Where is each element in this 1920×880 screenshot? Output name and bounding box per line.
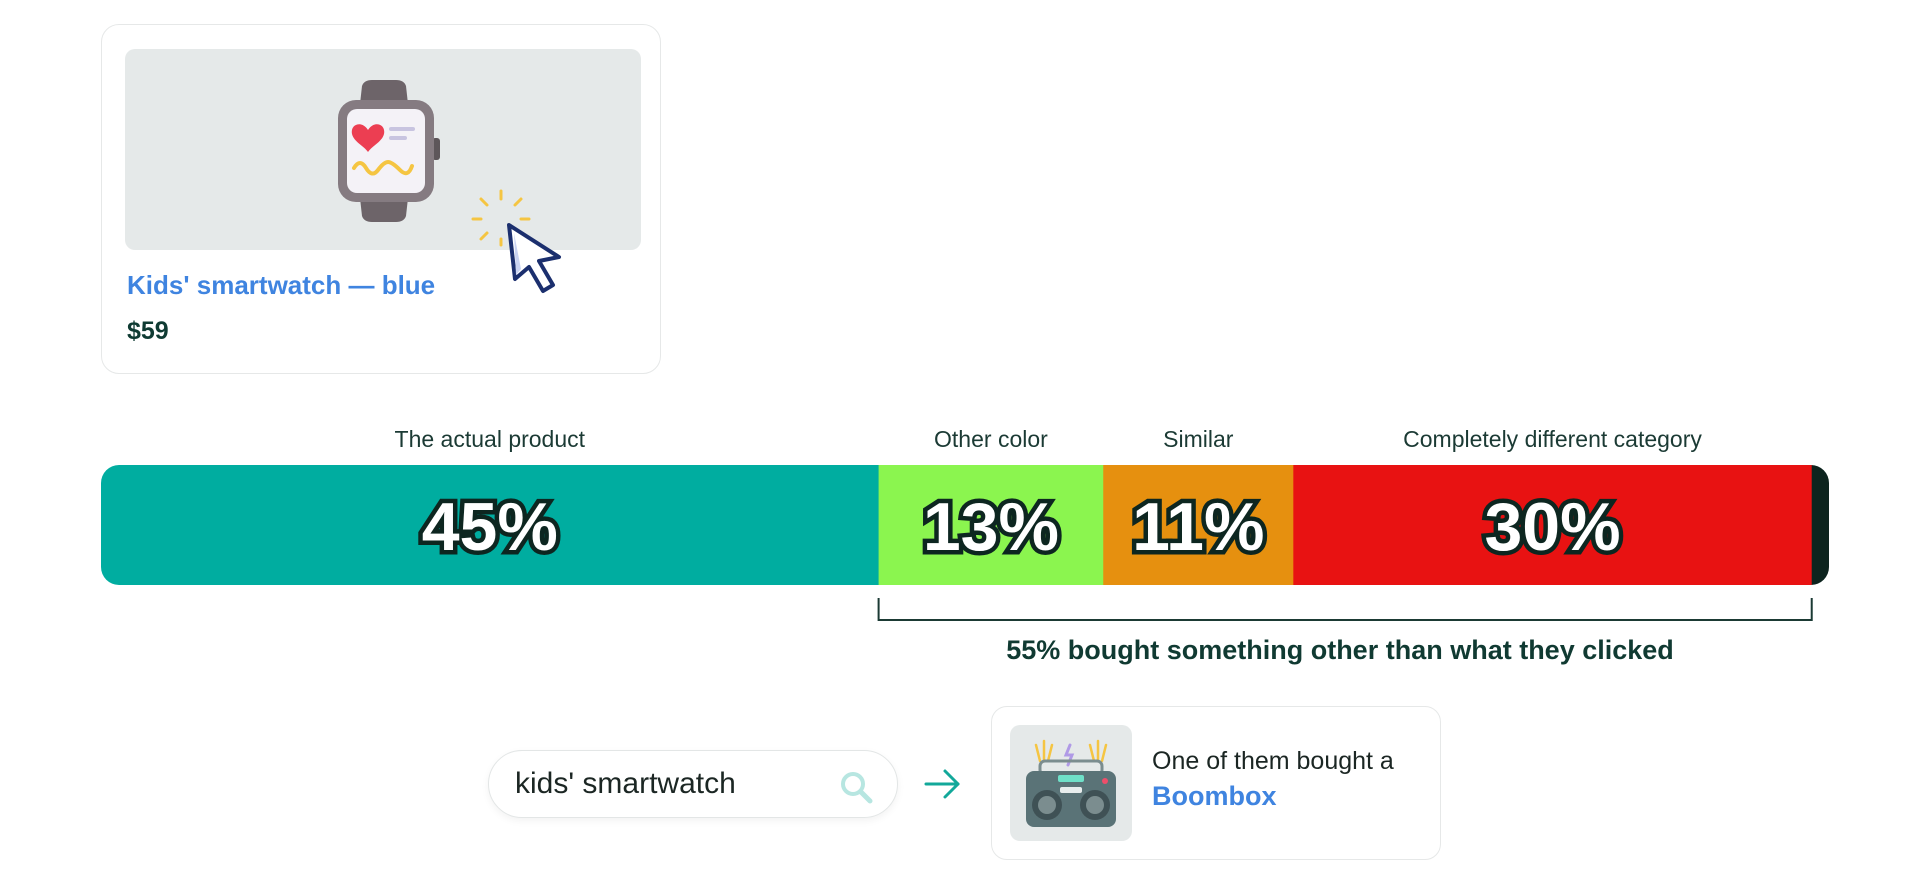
bracket-annotation: 55% bought something other than what the… [1006,635,1674,665]
mouse-pointer-icon [471,189,561,293]
search-icon [841,772,873,804]
category-label-2: Other color [934,426,1048,452]
category-label-1: The actual product [395,426,586,452]
bar-segment-3 [1103,465,1294,585]
result-product-link[interactable]: Boombox [1152,781,1277,811]
product-card[interactable]: Kids' smartwatch — blue $59 [101,24,661,374]
bar-segment-1 [101,465,880,585]
category-label-3: Similar [1163,426,1234,452]
product-title[interactable]: Kids' smartwatch — blue [127,270,436,300]
product-image[interactable] [125,49,641,293]
value-label-3: 11% [1132,489,1264,565]
search-query[interactable]: kids' smartwatch [515,767,736,800]
bar-segment-remainder [1811,465,1829,585]
category-label-4: Completely different category [1403,426,1702,452]
arrow-right-icon [924,769,960,799]
value-label-4: 30% [1484,489,1620,565]
boombox-icon [1026,739,1116,827]
bar-segment-2 [878,465,1104,585]
stacked-bar-chart: 45% 13% 11% 30% The actual product Other col… [101,426,1829,621]
smartwatch-icon [338,80,440,222]
result-card[interactable]: One of them bought a Boombox [991,706,1441,860]
value-label-2: 13% [923,489,1059,565]
value-label-1: 45% [422,489,558,565]
search-box[interactable]: kids' smartwatch [488,750,898,818]
result-caption: One of them bought a [1152,747,1394,775]
result-image [1010,725,1132,841]
bar-segment-4 [1293,465,1813,585]
product-price: $59 [127,317,169,345]
bracket-line [877,598,1813,621]
